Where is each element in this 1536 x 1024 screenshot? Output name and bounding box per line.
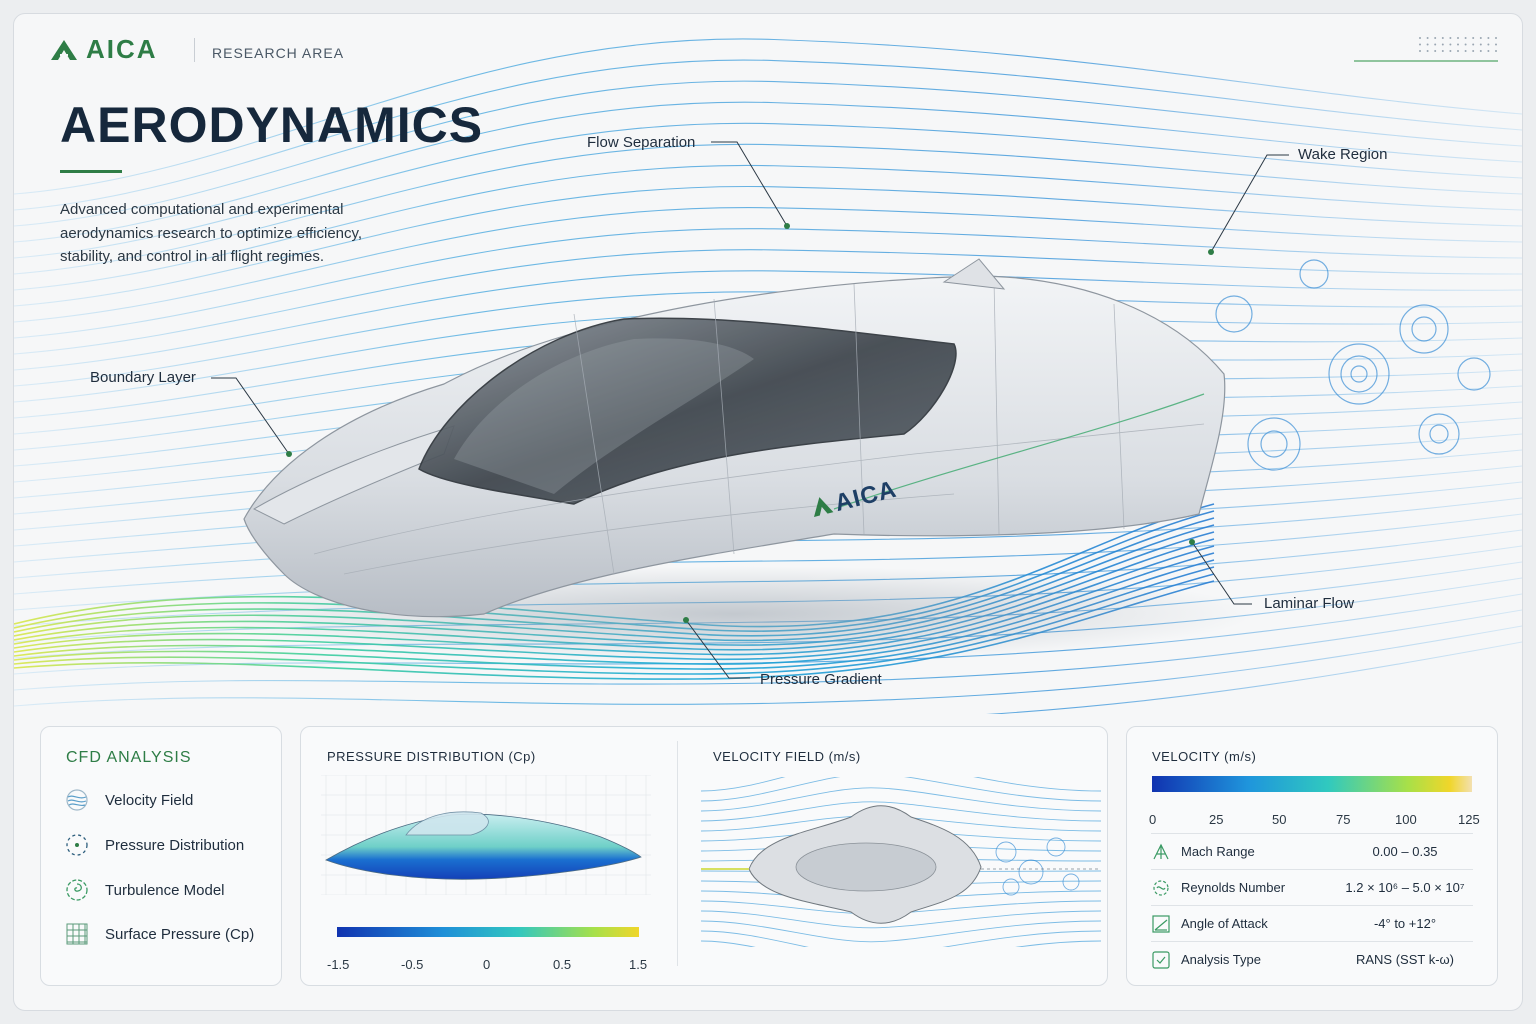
cp-tick: -1.5 <box>327 957 350 972</box>
cp-tick: -0.5 <box>401 957 424 972</box>
mach-icon <box>1153 843 1169 859</box>
cfd-item-surface-pressure[interactable]: Surface Pressure (Cp) <box>65 922 254 946</box>
stat-label: Reynolds Number <box>1181 880 1286 895</box>
velocity-tick: 0 <box>1149 812 1157 827</box>
stat-value: -4° to +12° <box>1373 916 1437 931</box>
velocity-field-plot <box>701 777 1101 947</box>
stat-row-analysis-type: Analysis Type RANS (SST k-ω) <box>1151 941 1473 977</box>
cfd-item-pressure-distribution[interactable]: Pressure Distribution <box>65 833 244 857</box>
velocity-legend-title: VELOCITY (m/s) <box>1152 749 1257 764</box>
stat-row-mach-range: Mach Range 0.00 – 0.35 <box>1151 833 1473 869</box>
analysis-icon <box>1152 950 1170 969</box>
velocity-tick: 50 <box>1272 812 1287 827</box>
panel-divider <box>677 741 678 966</box>
velocity-legend-panel: VELOCITY (m/s) 0 25 50 75 100 125 <box>1126 726 1498 986</box>
brand-logo[interactable]: AICA <box>50 34 158 65</box>
stat-value: RANS (SST k-ω) <box>1355 952 1455 967</box>
page-frame: AICA AICA RESEARCH AREA AERODYNAMICS Adv… <box>13 13 1523 1011</box>
pressure-distribution-plot <box>321 775 651 895</box>
velocity-tick: 25 <box>1209 812 1224 827</box>
stat-row-angle-of-attack: Angle of Attack -4° to +12° <box>1151 905 1473 941</box>
velocity-colorbar <box>1152 776 1472 792</box>
cfd-analysis-title: CFD ANALYSIS <box>66 749 192 766</box>
cfd-item-label: Pressure Distribution <box>105 836 245 854</box>
decorative-corner-line <box>1354 60 1498 62</box>
callout-wake-region: Wake Region <box>1298 146 1388 163</box>
cfd-analysis-panel: CFD ANALYSIS Velocity Field Pressure Dis… <box>40 726 282 986</box>
stat-label: Analysis Type <box>1181 952 1261 967</box>
cfd-item-label: Surface Pressure (Cp) <box>105 925 255 943</box>
angle-icon <box>1152 914 1170 933</box>
stat-row-reynolds-number: Reynolds Number 1.2 × 10⁶ – 5.0 × 10⁷ <box>1151 869 1473 905</box>
section-label: RESEARCH AREA <box>212 45 345 61</box>
page-description: Advanced computational and experimental … <box>60 201 363 265</box>
aica-logo-icon <box>51 39 77 60</box>
velocity-tick: 125 <box>1458 812 1480 827</box>
callout-laminar-flow: Laminar Flow <box>1264 595 1355 612</box>
stats-list: Mach Range 0.00 – 0.35 Reynolds Number 1… <box>1151 833 1473 977</box>
pressure-distribution-icon <box>66 834 88 856</box>
callout-pressure-gradient: Pressure Gradient <box>760 671 882 688</box>
reynolds-icon <box>1153 879 1169 896</box>
turbulence-model-icon <box>66 879 88 901</box>
pressure-velocity-panel: PRESSURE DISTRIBUTION (Cp) <box>300 726 1108 986</box>
stat-label: Angle of Attack <box>1181 916 1268 931</box>
callout-flow-separation: Flow Separation <box>587 134 696 151</box>
callout-boundary-layer: Boundary Layer <box>90 369 196 386</box>
page-title: AERODYNAMICS <box>60 97 484 153</box>
pressure-distribution-title: PRESSURE DISTRIBUTION (Cp) <box>327 749 536 764</box>
pressure-colorbar <box>337 927 639 937</box>
cfd-item-label: Velocity Field <box>105 791 194 809</box>
header-divider <box>194 38 195 62</box>
title-underline <box>60 170 122 173</box>
cp-tick: 0 <box>483 957 491 972</box>
cp-tick: 1.5 <box>629 957 648 972</box>
velocity-field-title: VELOCITY FIELD (m/s) <box>713 749 861 764</box>
cfd-item-label: Turbulence Model <box>105 881 225 899</box>
stat-value: 1.2 × 10⁶ – 5.0 × 10⁷ <box>1345 880 1465 895</box>
decorative-dot-grid <box>1419 37 1497 52</box>
stat-value: 0.00 – 0.35 <box>1372 844 1438 859</box>
cp-tick: 0.5 <box>553 957 572 972</box>
vehicle-flow-illustration: AICA <box>14 38 1522 714</box>
cfd-item-velocity-field[interactable]: Velocity Field <box>65 788 193 812</box>
surface-pressure-icon <box>66 923 88 945</box>
cfd-item-turbulence-model[interactable]: Turbulence Model <box>65 878 225 902</box>
velocity-tick: 75 <box>1336 812 1351 827</box>
logo-text: AICA <box>86 34 158 64</box>
velocity-tick: 100 <box>1395 812 1417 827</box>
velocity-field-icon <box>66 789 88 811</box>
stat-label: Mach Range <box>1181 844 1255 859</box>
